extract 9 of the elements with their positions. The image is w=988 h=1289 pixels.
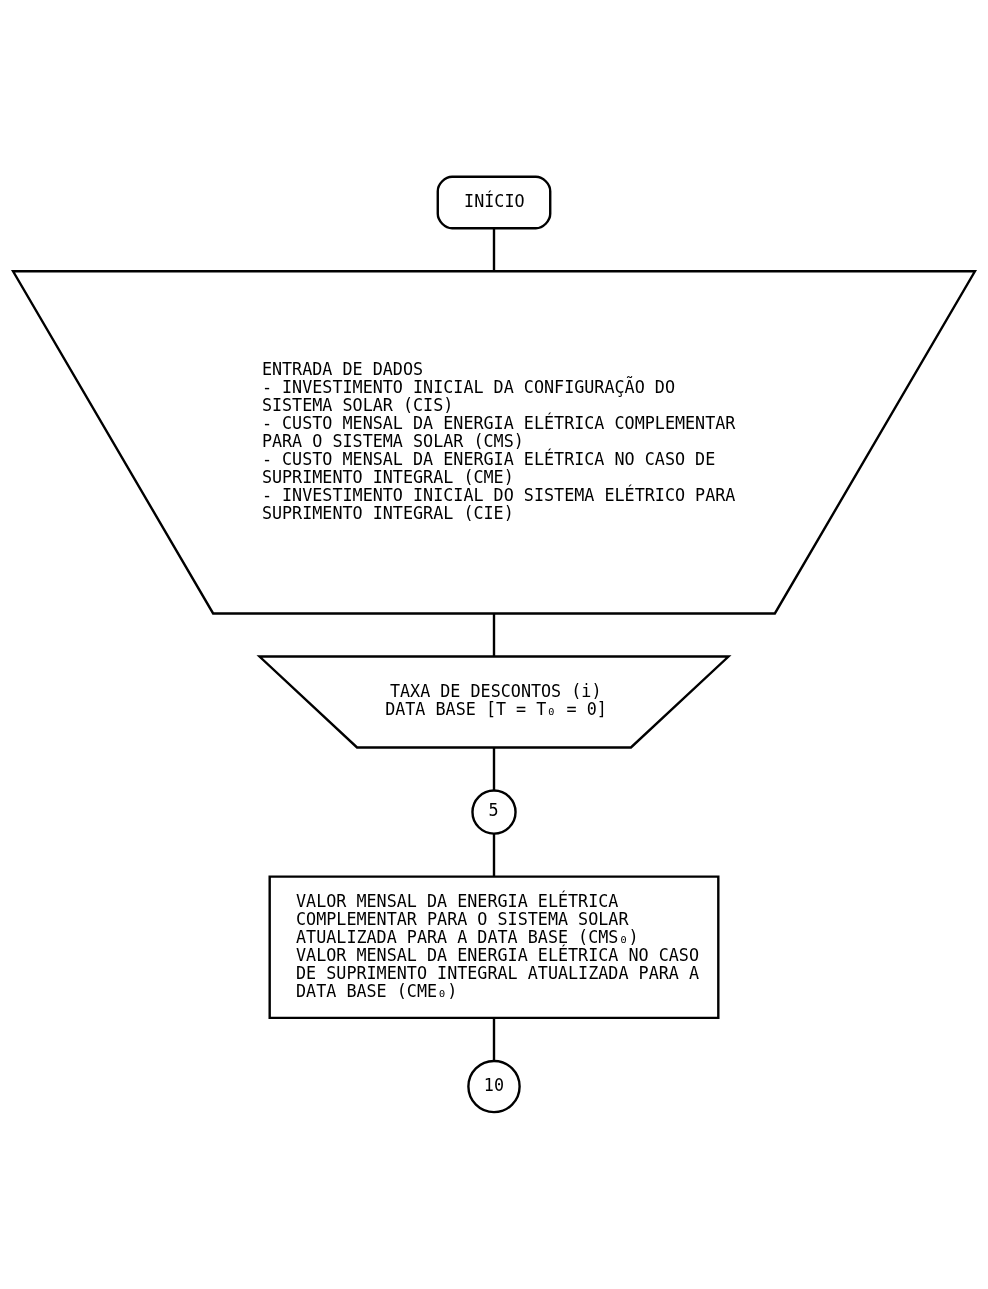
node-circle: 10 bbox=[467, 1059, 521, 1114]
node-circle: 5 bbox=[471, 789, 517, 835]
connector bbox=[492, 1018, 496, 1061]
node-box: VALOR MENSAL DA ENERGIA ELÉTRICA COMPLEMENTAR PARA O SISTEMA SOLAR ATUALIZADA PARA A DATA BASE (CMS₀) VALOR MENSAL DA ENERGIA ELÉTRICA NO CASO DE SUPRIMENTO INTEGRAL ATUALIZADA PARA A DATA BASE (CME₀) bbox=[268, 875, 720, 1019]
connector bbox=[492, 613, 496, 657]
node-box: INÍCIO bbox=[436, 175, 552, 230]
connector bbox=[492, 228, 496, 271]
connector bbox=[492, 747, 496, 791]
connector bbox=[492, 834, 496, 877]
